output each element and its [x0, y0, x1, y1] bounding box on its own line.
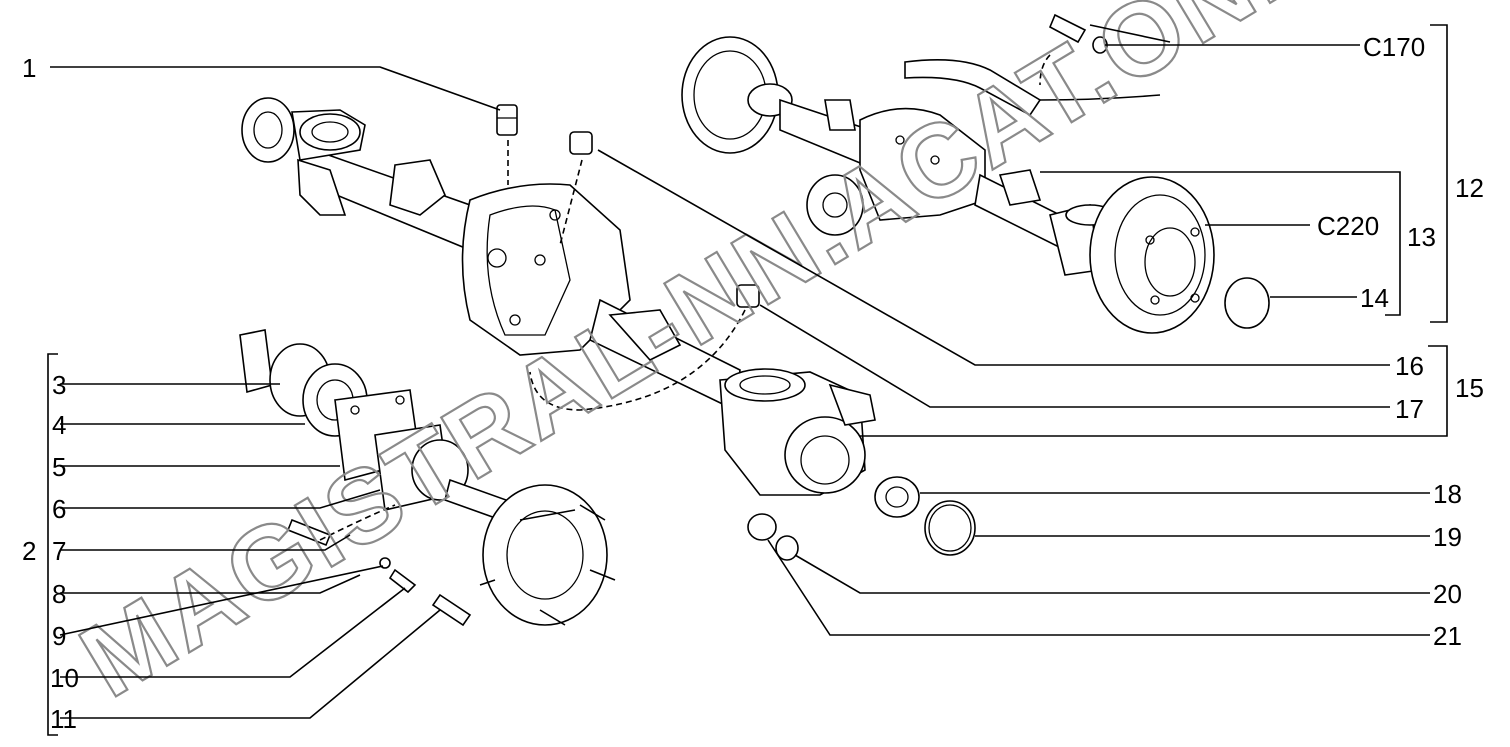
- assembly-arrows: [319, 54, 1051, 541]
- callout-11: 11: [50, 704, 77, 734]
- callout-8: 8: [52, 579, 66, 609]
- callout-9: 9: [52, 621, 66, 651]
- breather-icon: [496, 104, 760, 308]
- wheel-hub-icon: [479, 484, 616, 626]
- callout-labels: 1 2 3 4 5 6 7 8 9 10 11 12 13 14 15 16 1…: [22, 32, 1484, 734]
- callout-14: 14: [1360, 283, 1389, 313]
- callout-c220: C220: [1317, 211, 1379, 241]
- callout-21: 21: [1433, 621, 1462, 651]
- hub-cap-icon: [1224, 277, 1270, 329]
- callout-19: 19: [1433, 522, 1462, 552]
- callout-4: 4: [52, 410, 66, 440]
- callout-18: 18: [1433, 479, 1462, 509]
- seal-ring-icon: [747, 476, 976, 561]
- callout-16: 16: [1395, 351, 1424, 381]
- callout-13: 13: [1407, 222, 1436, 252]
- callout-c170: C170: [1363, 32, 1425, 62]
- callout-10: 10: [50, 663, 79, 693]
- callout-6: 6: [52, 494, 66, 524]
- callout-5: 5: [52, 452, 66, 482]
- callout-2: 2: [22, 536, 36, 566]
- half-shaft-icon: [239, 329, 521, 527]
- callout-3: 3: [52, 370, 66, 400]
- rear-axle-assembly-icon: [681, 36, 1115, 276]
- callout-1: 1: [22, 53, 36, 83]
- leader-lines: [47, 24, 1448, 736]
- axle-housing-icon: [241, 97, 876, 496]
- callout-12: 12: [1455, 173, 1484, 203]
- bolt-icon: [286, 518, 472, 627]
- callout-20: 20: [1433, 579, 1462, 609]
- callout-15: 15: [1455, 373, 1484, 403]
- brake-drum-icon: [1089, 176, 1215, 334]
- callout-17: 17: [1395, 394, 1424, 424]
- callout-7: 7: [52, 536, 66, 566]
